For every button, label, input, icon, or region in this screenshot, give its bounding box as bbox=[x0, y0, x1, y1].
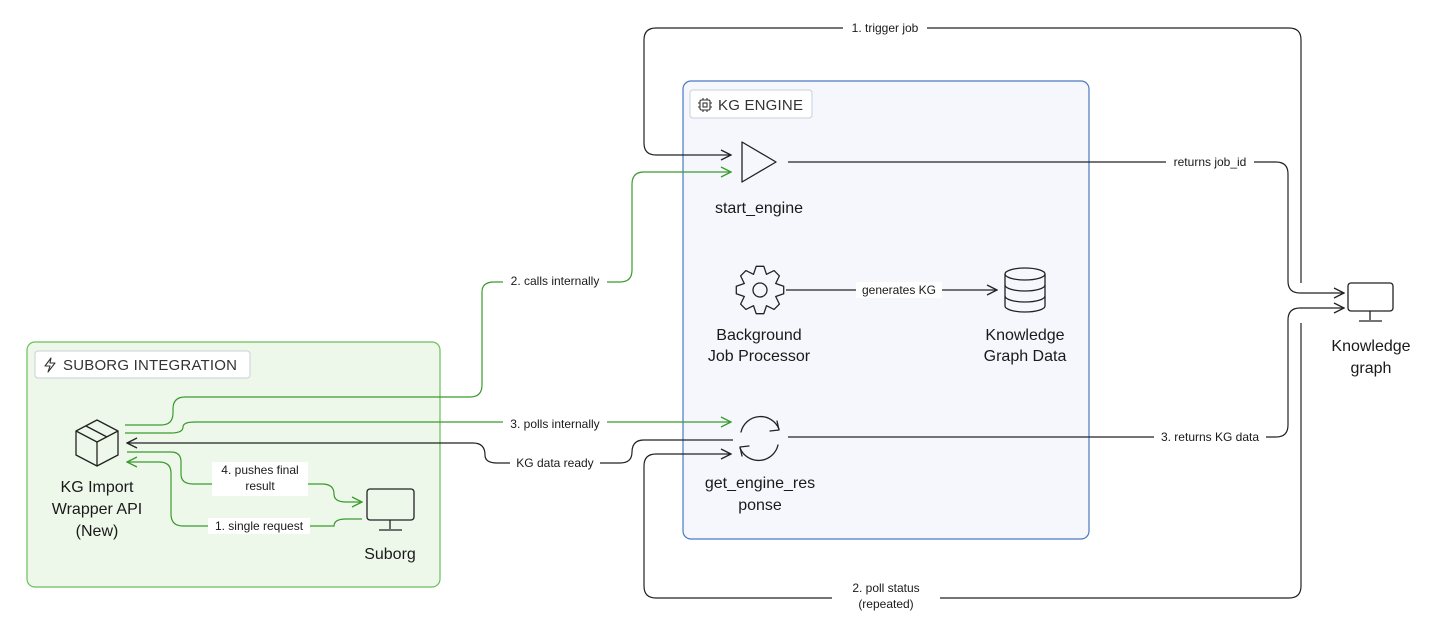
svg-text:(repeated): (repeated) bbox=[858, 597, 913, 611]
edge-label-polls-internally: 3. polls internally bbox=[503, 416, 607, 432]
kg-engine-group: KG ENGINE bbox=[682, 80, 1090, 540]
refresh-icon bbox=[739, 415, 780, 462]
edge-returns-job-id bbox=[788, 161, 1344, 293]
knowledge-graph-label-line-1: Knowledge bbox=[1331, 338, 1410, 355]
knowledge-graph-data-label-line-1: Knowledge bbox=[985, 327, 1064, 344]
node-knowledge-graph: Knowledge graph bbox=[1331, 282, 1411, 377]
node-knowledge-graph-data: Knowledge Graph Data bbox=[984, 267, 1067, 365]
svg-text:1. single request: 1. single request bbox=[215, 519, 304, 533]
knowledge-graph-data-label-line-2: Graph Data bbox=[984, 348, 1067, 365]
box-icon bbox=[75, 419, 119, 467]
svg-text:KG data ready: KG data ready bbox=[516, 456, 593, 470]
kg-import-wrapper-label-line-3: (New) bbox=[76, 523, 119, 540]
edge-pushes-final-result bbox=[127, 451, 362, 502]
lightning-icon bbox=[44, 357, 56, 373]
monitor-icon bbox=[366, 488, 415, 531]
node-get-engine-response: get_engine_res ponse bbox=[705, 415, 815, 514]
node-background-job-processor: Background Job Processor bbox=[708, 265, 811, 365]
svg-text:1. trigger job: 1. trigger job bbox=[852, 21, 919, 35]
node-suborg: Suborg bbox=[364, 488, 416, 563]
chip-icon bbox=[698, 98, 712, 112]
node-start-engine: start_engine bbox=[715, 141, 803, 217]
background-job-processor-label-line-1: Background bbox=[716, 327, 801, 344]
svg-text:2. calls internally: 2. calls internally bbox=[511, 274, 600, 288]
svg-text:3. polls internally: 3. polls internally bbox=[510, 417, 599, 431]
kg-engine-container bbox=[682, 80, 1090, 540]
knowledge-graph-label-line-2: graph bbox=[1351, 360, 1392, 377]
edge-label-generates-kg: generates KG bbox=[856, 282, 942, 298]
edge-label-returns-kg-data: 3. returns KG data bbox=[1154, 429, 1266, 445]
monitor-icon bbox=[1347, 282, 1394, 322]
edge-label-kg-data-ready: KG data ready bbox=[510, 455, 600, 471]
background-job-processor-label-line-2: Job Processor bbox=[708, 348, 811, 365]
edge-label-trigger-job: 1. trigger job bbox=[843, 20, 927, 36]
edge-trigger-job bbox=[643, 27, 1302, 283]
kg-engine-label: KG ENGINE bbox=[718, 97, 803, 114]
edge-label-pushes-final-result: 4. pushes final result bbox=[212, 462, 308, 496]
play-triangle-icon bbox=[741, 141, 777, 183]
edge-label-calls-internally: 2. calls internally bbox=[503, 273, 607, 289]
node-kg-import-wrapper: KG Import Wrapper API (New) bbox=[52, 419, 142, 540]
edge-label-returns-job-id: returns job_id bbox=[1166, 154, 1254, 170]
start-engine-label: start_engine bbox=[715, 200, 803, 217]
svg-text:4. pushes final: 4. pushes final bbox=[221, 463, 298, 477]
edge-polls-internally bbox=[125, 422, 731, 434]
edge-returns-kg-data bbox=[788, 308, 1344, 438]
database-icon bbox=[1004, 267, 1046, 313]
svg-text:3. returns KG data: 3. returns KG data bbox=[1161, 430, 1259, 444]
edge-poll-status bbox=[643, 323, 1302, 599]
gear-icon bbox=[735, 265, 785, 315]
svg-text:result: result bbox=[245, 479, 275, 493]
svg-text:returns job_id: returns job_id bbox=[1174, 155, 1247, 169]
svg-text:2. poll status: 2. poll status bbox=[852, 581, 919, 595]
suborg-label: Suborg bbox=[364, 546, 416, 563]
edge-label-single-request: 1. single request bbox=[208, 518, 310, 534]
suborg-integration-label-box bbox=[34, 350, 251, 379]
edge-single-request bbox=[127, 462, 362, 527]
kg-import-wrapper-label-line-2: Wrapper API bbox=[52, 501, 142, 518]
kg-engine-label-box bbox=[689, 89, 813, 119]
edge-calls-internally bbox=[125, 172, 731, 426]
get-engine-response-label-line-2: ponse bbox=[738, 497, 782, 514]
get-engine-response-label-line-1: get_engine_res bbox=[705, 475, 815, 492]
edge-label-poll-status: 2. poll status (repeated) bbox=[832, 580, 940, 614]
suborg-integration-label: SUBORG INTEGRATION bbox=[63, 357, 237, 374]
svg-text:generates KG: generates KG bbox=[862, 283, 936, 297]
kg-import-wrapper-label-line-1: KG Import bbox=[61, 479, 134, 496]
